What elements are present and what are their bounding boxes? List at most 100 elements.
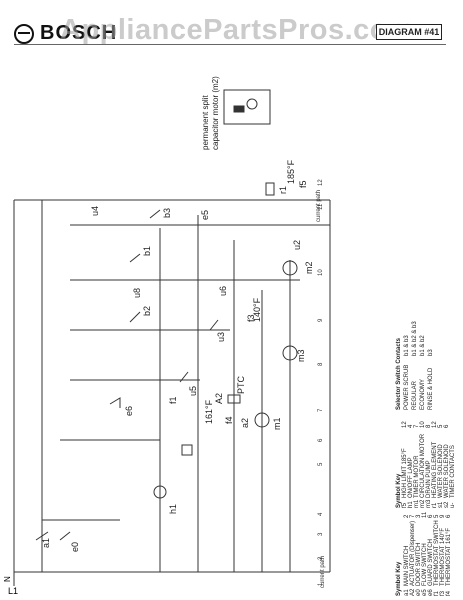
label-b2: b2	[142, 306, 152, 316]
label-185f: 185°F	[286, 159, 296, 184]
sk1-path-5: 5	[434, 514, 440, 518]
label-a1: a1	[41, 538, 51, 548]
sk1-sym-0: a1	[404, 589, 410, 596]
label-f1: f1	[168, 396, 178, 404]
motor-note-line1: permanent split	[201, 95, 210, 150]
sk1-name-1: ACTUATOR (Dispenser)	[410, 521, 416, 586]
switch-e0	[59, 531, 71, 541]
label-r1: r1	[278, 186, 288, 194]
watermark: AppliancePartsPros.com	[60, 14, 415, 46]
sk1-sym-1: A2	[410, 588, 416, 596]
path-number-11: 11	[318, 203, 324, 210]
label-e5: e5	[200, 210, 210, 220]
sk2-path-2: 7	[414, 424, 420, 428]
header-divider	[14, 44, 446, 45]
label-f3: f3	[246, 314, 256, 322]
rail-n-label: N	[3, 576, 12, 582]
switch-a1	[35, 531, 49, 541]
switch-b2	[129, 311, 141, 323]
sk1-path-2: 3	[416, 514, 422, 518]
label-140f: 140°F	[252, 297, 262, 322]
sel-contacts-2: b1 & b2	[420, 335, 426, 356]
sk1-path-6: 9	[440, 514, 446, 518]
sk2-path-4: 8	[426, 424, 432, 428]
switch-b3	[149, 209, 161, 219]
switch-u5	[179, 371, 189, 383]
label-a2-actuator: A2	[214, 393, 224, 404]
sk2-name-8: TIMER CONTACTS	[450, 445, 456, 498]
label-u3: u3	[216, 332, 226, 342]
sk2-name-6: WATER SOLENOID	[438, 444, 444, 498]
path-number-1: 1	[318, 582, 324, 586]
bosch-emblem-icon	[14, 23, 34, 44]
motor-m3	[282, 345, 298, 361]
sk1-sym-2: e0	[416, 589, 422, 596]
label-u4: u4	[90, 206, 100, 216]
sk2-name-4: DRAIN PUMP	[426, 460, 432, 498]
sk1-path-0: 2	[404, 514, 410, 518]
switch-e6	[109, 397, 121, 408]
sk1-sym-5: f1	[434, 590, 440, 596]
label-f4: f4	[224, 416, 234, 424]
label-h1: h1	[168, 504, 178, 514]
label-u5: u5	[188, 386, 198, 396]
path-number-6: 6	[318, 438, 324, 442]
switch-u3	[209, 319, 219, 331]
sk1-name-0: MAIN SWITCH	[404, 546, 410, 586]
sk2-path-0: 12	[402, 421, 408, 428]
sk2-name-7: WATER SOLENOID	[444, 444, 450, 498]
sk2-path-6: 5	[438, 424, 444, 428]
rail-l1-label: L1	[8, 586, 18, 596]
label-u2: u2	[292, 240, 302, 250]
sk1-sym-4: e6	[428, 589, 434, 596]
sel-name-2: ECONOMY	[420, 379, 426, 410]
sk2-name-0: HIGH LIMIT 185°F	[402, 448, 408, 498]
ptc-actuator	[227, 394, 241, 404]
label-u6: u6	[218, 286, 228, 296]
sk1-name-7: THERMOSTAT 161°F	[446, 528, 452, 586]
label-ptc: PTC	[236, 375, 246, 394]
sk2-path-5: 12	[432, 421, 438, 428]
path-number-2: 2	[318, 556, 324, 560]
path-number-5: 5	[318, 462, 324, 466]
sel-name-3: RINSE & HOLD	[428, 367, 434, 410]
label-u8: u8	[132, 288, 142, 298]
sk1-sym-7: f4	[446, 590, 452, 596]
sk1-sym-6: f3	[440, 590, 446, 596]
motor-m2	[282, 260, 298, 276]
sel-name-1: REGULAR	[412, 380, 418, 410]
path-number-8: 8	[318, 362, 324, 366]
sk2-sym-8: u-	[450, 503, 456, 508]
sk1-path-3: 11	[422, 511, 428, 518]
motor-note-line2: capacitor motor (m2)	[211, 76, 220, 150]
sk2-sym-1: h1	[408, 501, 414, 508]
brand-logo: BOSCH	[14, 22, 117, 45]
sk1-sym-3: e5	[422, 589, 428, 596]
current-path-label-top: current path	[316, 190, 322, 222]
label-m3: m3	[296, 349, 306, 362]
label-161f: 161°F	[204, 399, 214, 424]
sk2-name-3: CIRCULATION MOTOR	[420, 433, 426, 498]
heating-element-r1	[265, 182, 275, 196]
sk1-name-2: DOOR SWITCH	[416, 543, 422, 586]
brand-name: BOSCH	[40, 22, 118, 44]
switch-b1	[129, 253, 141, 263]
sk1-name-3: FLOW SWITCH	[422, 543, 428, 586]
label-e0: e0	[70, 542, 80, 552]
sk2-name-2: TIMER MOTOR	[414, 455, 420, 498]
solenoid-s1	[181, 444, 193, 456]
label-m1: m1	[272, 417, 282, 430]
symbol-key-2-title: Symbol Key	[396, 473, 402, 508]
lamp-h1	[153, 485, 167, 499]
label-m2: m2	[304, 261, 314, 274]
sk2-path-1: 4	[408, 424, 414, 428]
sel-contacts-0: b1 & b3	[404, 335, 410, 356]
sk2-sym-6: s1	[438, 501, 444, 508]
sk2-sym-3: m2	[420, 499, 426, 508]
path-number-7: 7	[318, 408, 324, 412]
sk1-name-6: THERMOSTAT 140°F	[440, 528, 446, 586]
sk2-sym-7: s2	[444, 501, 450, 508]
label-f5: f5	[298, 180, 308, 188]
